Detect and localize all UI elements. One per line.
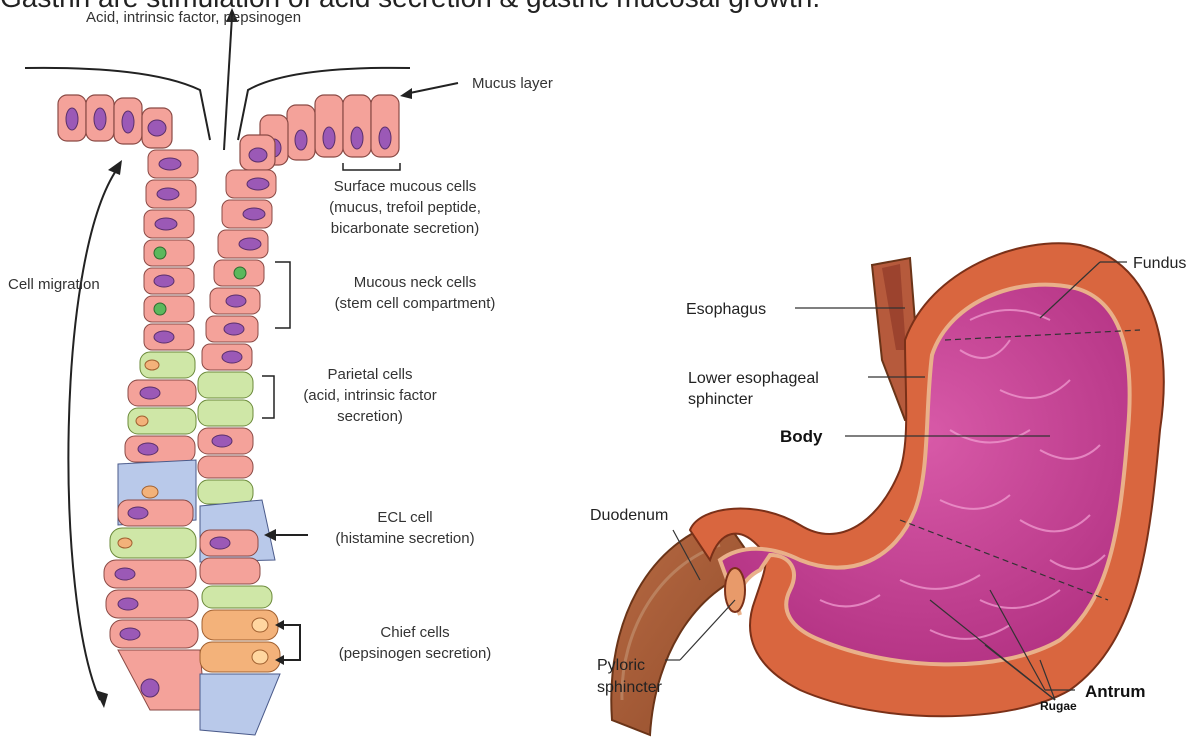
surface-cells-title: Surface mucous cells	[334, 178, 477, 195]
rugae-label: Rugae	[1040, 699, 1077, 713]
esophagus-label: Esophagus	[686, 301, 766, 318]
ecl-cell-desc: (histamine secretion)	[335, 530, 474, 547]
gland-left-column	[104, 150, 205, 710]
parietal-cells-desc-2: secretion)	[337, 408, 403, 425]
mucus-layer-label: Mucus layer	[472, 75, 553, 92]
neck-cells-desc: (stem cell compartment)	[335, 295, 496, 312]
fundus-label: Fundus	[1133, 255, 1186, 272]
pyloric-label-line2: sphincter	[597, 679, 663, 696]
cell-migration-label: Cell migration	[8, 276, 100, 293]
antrum-label: Antrum	[1085, 682, 1145, 701]
les-label-line2: sphincter	[688, 391, 754, 408]
surface-cells-left	[58, 95, 172, 148]
chief-cells-title: Chief cells	[380, 624, 449, 641]
chief-cells-desc: (pepsinogen secretion)	[339, 645, 492, 662]
gland-right-column	[198, 170, 280, 735]
ecl-cell-title: ECL cell	[377, 509, 432, 526]
neck-cells-title: Mucous neck cells	[354, 274, 477, 291]
duodenum-label: Duodenum	[590, 507, 668, 524]
surface-cells-desc-2: bicarbonate secretion)	[331, 220, 479, 237]
secretion-label: Acid, intrinsic factor, pepsinogen	[86, 9, 301, 26]
parietal-cells-desc-1: (acid, intrinsic factor	[303, 387, 436, 404]
body-label: Body	[780, 427, 823, 446]
surface-cells-desc-1: (mucus, trefoil peptide,	[329, 199, 481, 216]
les-label-line1: Lower esophageal	[688, 370, 819, 387]
surface-cells-right	[240, 95, 399, 170]
pyloric-label-line1: Pyloric	[597, 657, 645, 674]
pyloric-sphincter-ring	[725, 568, 745, 612]
cell-migration-arrow	[68, 165, 120, 700]
parietal-cells-title: Parietal cells	[327, 366, 412, 383]
secretion-arrow	[224, 16, 232, 150]
